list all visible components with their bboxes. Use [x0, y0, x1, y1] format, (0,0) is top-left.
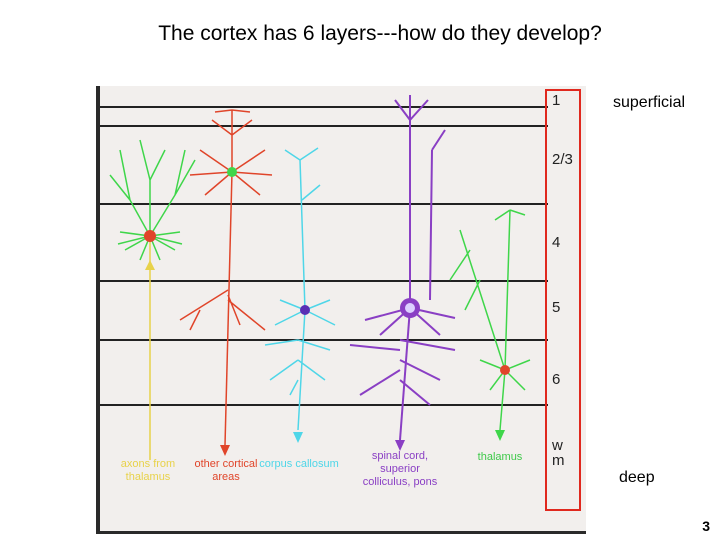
superficial-label: superficial	[613, 94, 686, 111]
layer-labels-frame	[545, 89, 581, 511]
target-spinal-cord: spinal cord, superior colliculus, pons	[362, 450, 438, 488]
target-corpus-callosum: corpus callosum	[259, 458, 339, 470]
layer-label-1: 1	[552, 92, 561, 109]
layer6-pyramidal-neuron	[449, 209, 531, 431]
layer-boundaries	[100, 106, 548, 406]
stellate-neuron	[109, 139, 196, 460]
target-axons-from-thalamus: axons from thalamus	[120, 458, 176, 483]
cortex-diagram-panel	[96, 86, 586, 534]
slide-title: The cortex has 6 layers---how do they de…	[158, 22, 602, 45]
layer5-pyramidal-neuron	[349, 95, 456, 441]
layer-label-2-3: 2/3	[552, 151, 573, 168]
layer23-pyramidal-neuron	[179, 109, 273, 446]
layer-label-6: 6	[552, 371, 561, 388]
target-other-cortical-areas: other cortical areas	[194, 458, 258, 483]
layer-label-wm: w m	[552, 437, 565, 469]
target-thalamus: thalamus	[477, 451, 523, 463]
layer-label-5: 5	[552, 299, 561, 316]
layer-label-4: 4	[552, 234, 561, 251]
deep-label: deep	[619, 469, 655, 486]
callosal-neuron	[264, 147, 336, 431]
page-number: 3	[702, 518, 710, 534]
